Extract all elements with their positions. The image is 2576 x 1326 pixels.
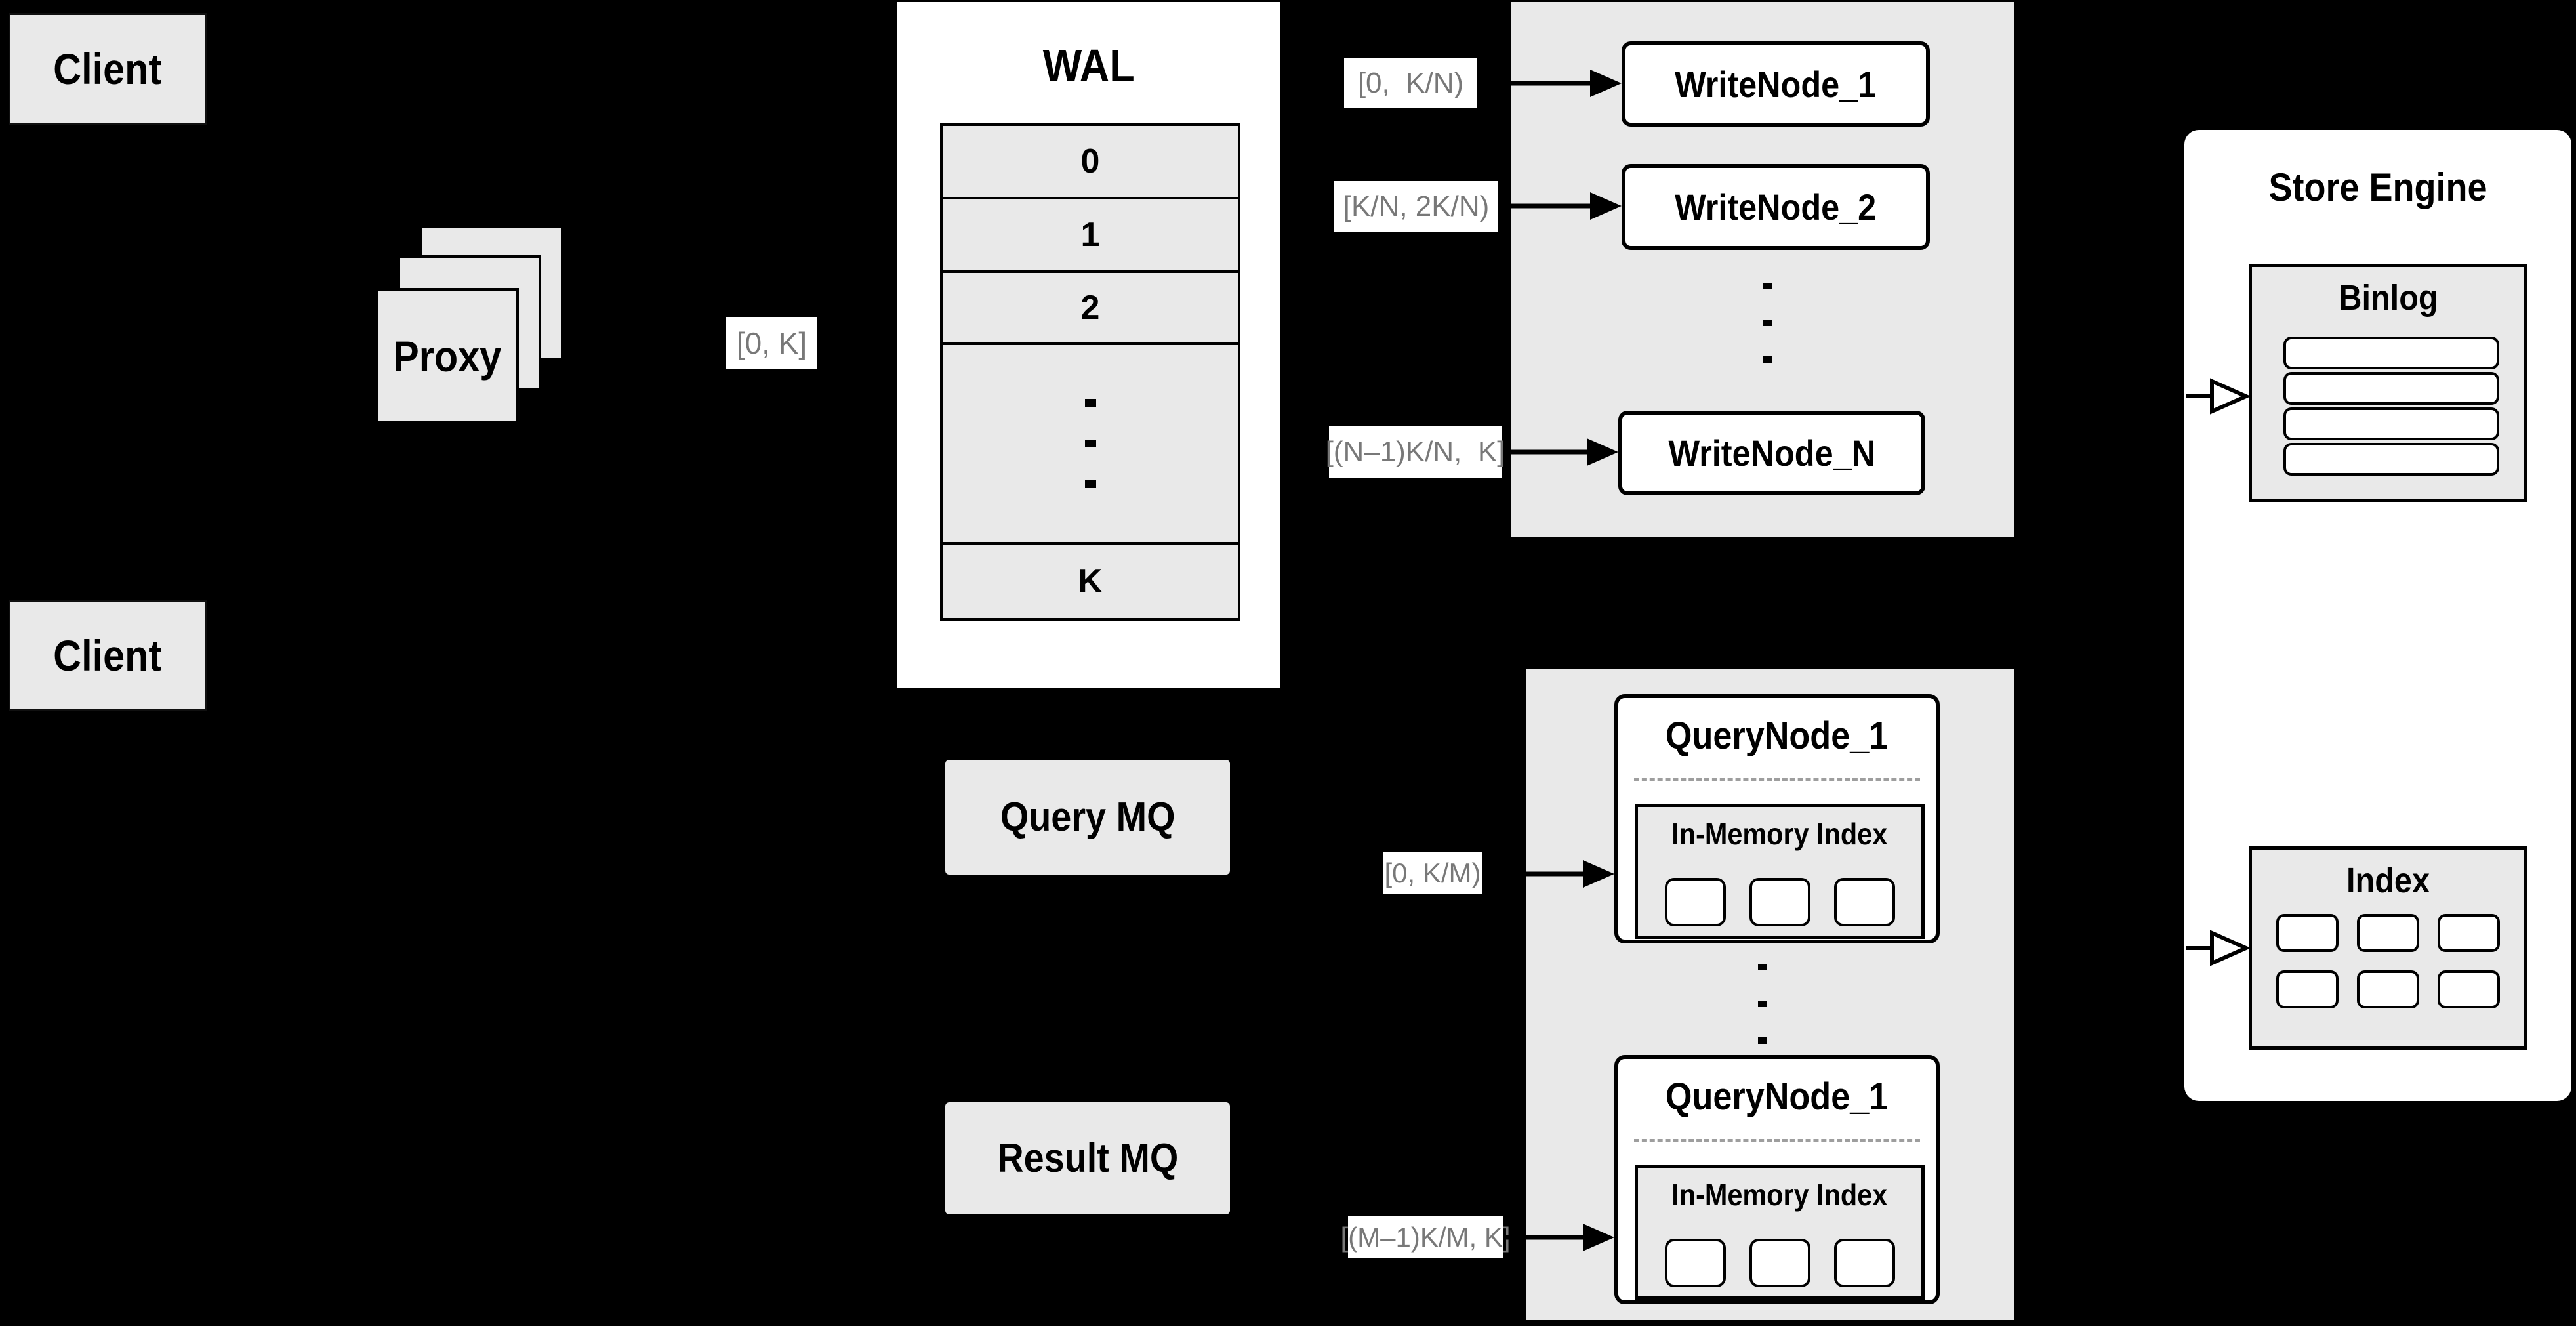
wal-segment-1: 1: [943, 199, 1238, 273]
index-box: Index: [2249, 846, 2527, 1050]
wal-segment-0: 0: [943, 126, 1238, 199]
index-segment: [1749, 878, 1810, 926]
index-file: [2276, 970, 2339, 1008]
dashed-divider: [1634, 1139, 1920, 1142]
client-box-bottom: Client: [9, 600, 207, 711]
query-node-top-title: QueryNode_1: [1666, 715, 1889, 757]
binlog-file: [2283, 372, 2499, 405]
index-file: [2438, 970, 2500, 1008]
binlog-box: Binlog: [2249, 264, 2527, 502]
wal-segment-2: 2: [943, 273, 1238, 345]
query-node-bottom-box: QueryNode_1 In-Memory Index: [1614, 1055, 1940, 1304]
write-node-1-box: WriteNode_1: [1622, 41, 1930, 127]
result-mq-box: Result MQ: [945, 1102, 1230, 1214]
client-box-top: Client: [9, 13, 207, 125]
index-files: [2252, 914, 2524, 1008]
client-bottom-label: Client: [53, 631, 162, 680]
binlog-files: [2283, 337, 2499, 478]
query-mq-box: Query MQ: [945, 760, 1230, 875]
range-label-writenode-1: [0, K/N): [1344, 58, 1477, 108]
range-label-writenode-2: [K/N, 2K/N): [1334, 181, 1498, 232]
query-node-top-box: QueryNode_1 In-Memory Index: [1614, 694, 1940, 943]
wal-segment-ellipsis: [943, 345, 1238, 545]
index-segment: [1833, 878, 1895, 926]
index-segment: [1664, 878, 1726, 926]
write-node-2-box: WriteNode_2: [1622, 164, 1930, 250]
binlog-file: [2283, 443, 2499, 476]
client-top-label: Client: [53, 45, 162, 93]
vertical-ellipsis-icon: [1084, 383, 1096, 505]
vertical-ellipsis-icon: [1763, 268, 1772, 378]
in-memory-index-box-top: In-Memory Index: [1635, 804, 1925, 939]
binlog-file: [2283, 337, 2499, 369]
wal-title: WAL: [1042, 40, 1135, 91]
range-label-proxy: [0, K]: [726, 317, 817, 369]
index-segment: [1833, 1239, 1895, 1287]
index-file: [2438, 914, 2500, 952]
vertical-ellipsis-icon: [1758, 949, 1767, 1059]
wal-segment-k: K: [1078, 562, 1103, 600]
binlog-file: [2283, 407, 2499, 440]
proxy-label: Proxy: [392, 331, 502, 381]
dashed-divider: [1634, 778, 1920, 781]
range-label-writenode-n: [(N–1)K/N, K]: [1326, 426, 1505, 478]
write-node-n-box: WriteNode_N: [1618, 411, 1925, 495]
proxy-box: Proxy: [375, 288, 519, 424]
wal-segment-table: 0 1 2 K: [940, 123, 1240, 621]
range-label-querynode-top: [0, K/M): [1383, 852, 1482, 894]
range-label-querynode-bottom: [(M–1)K/M, K]: [1340, 1216, 1511, 1258]
index-file: [2276, 914, 2339, 952]
index-file: [2357, 914, 2419, 952]
index-segment: [1664, 1239, 1726, 1287]
store-engine-title: Store Engine: [2268, 165, 2487, 209]
index-segments: [1638, 1239, 1921, 1287]
query-node-bottom-title: QueryNode_1: [1666, 1075, 1889, 1118]
index-file: [2357, 970, 2419, 1008]
index-segment: [1749, 1239, 1810, 1287]
in-memory-index-box-bottom: In-Memory Index: [1635, 1165, 1925, 1300]
index-segments: [1638, 878, 1921, 926]
